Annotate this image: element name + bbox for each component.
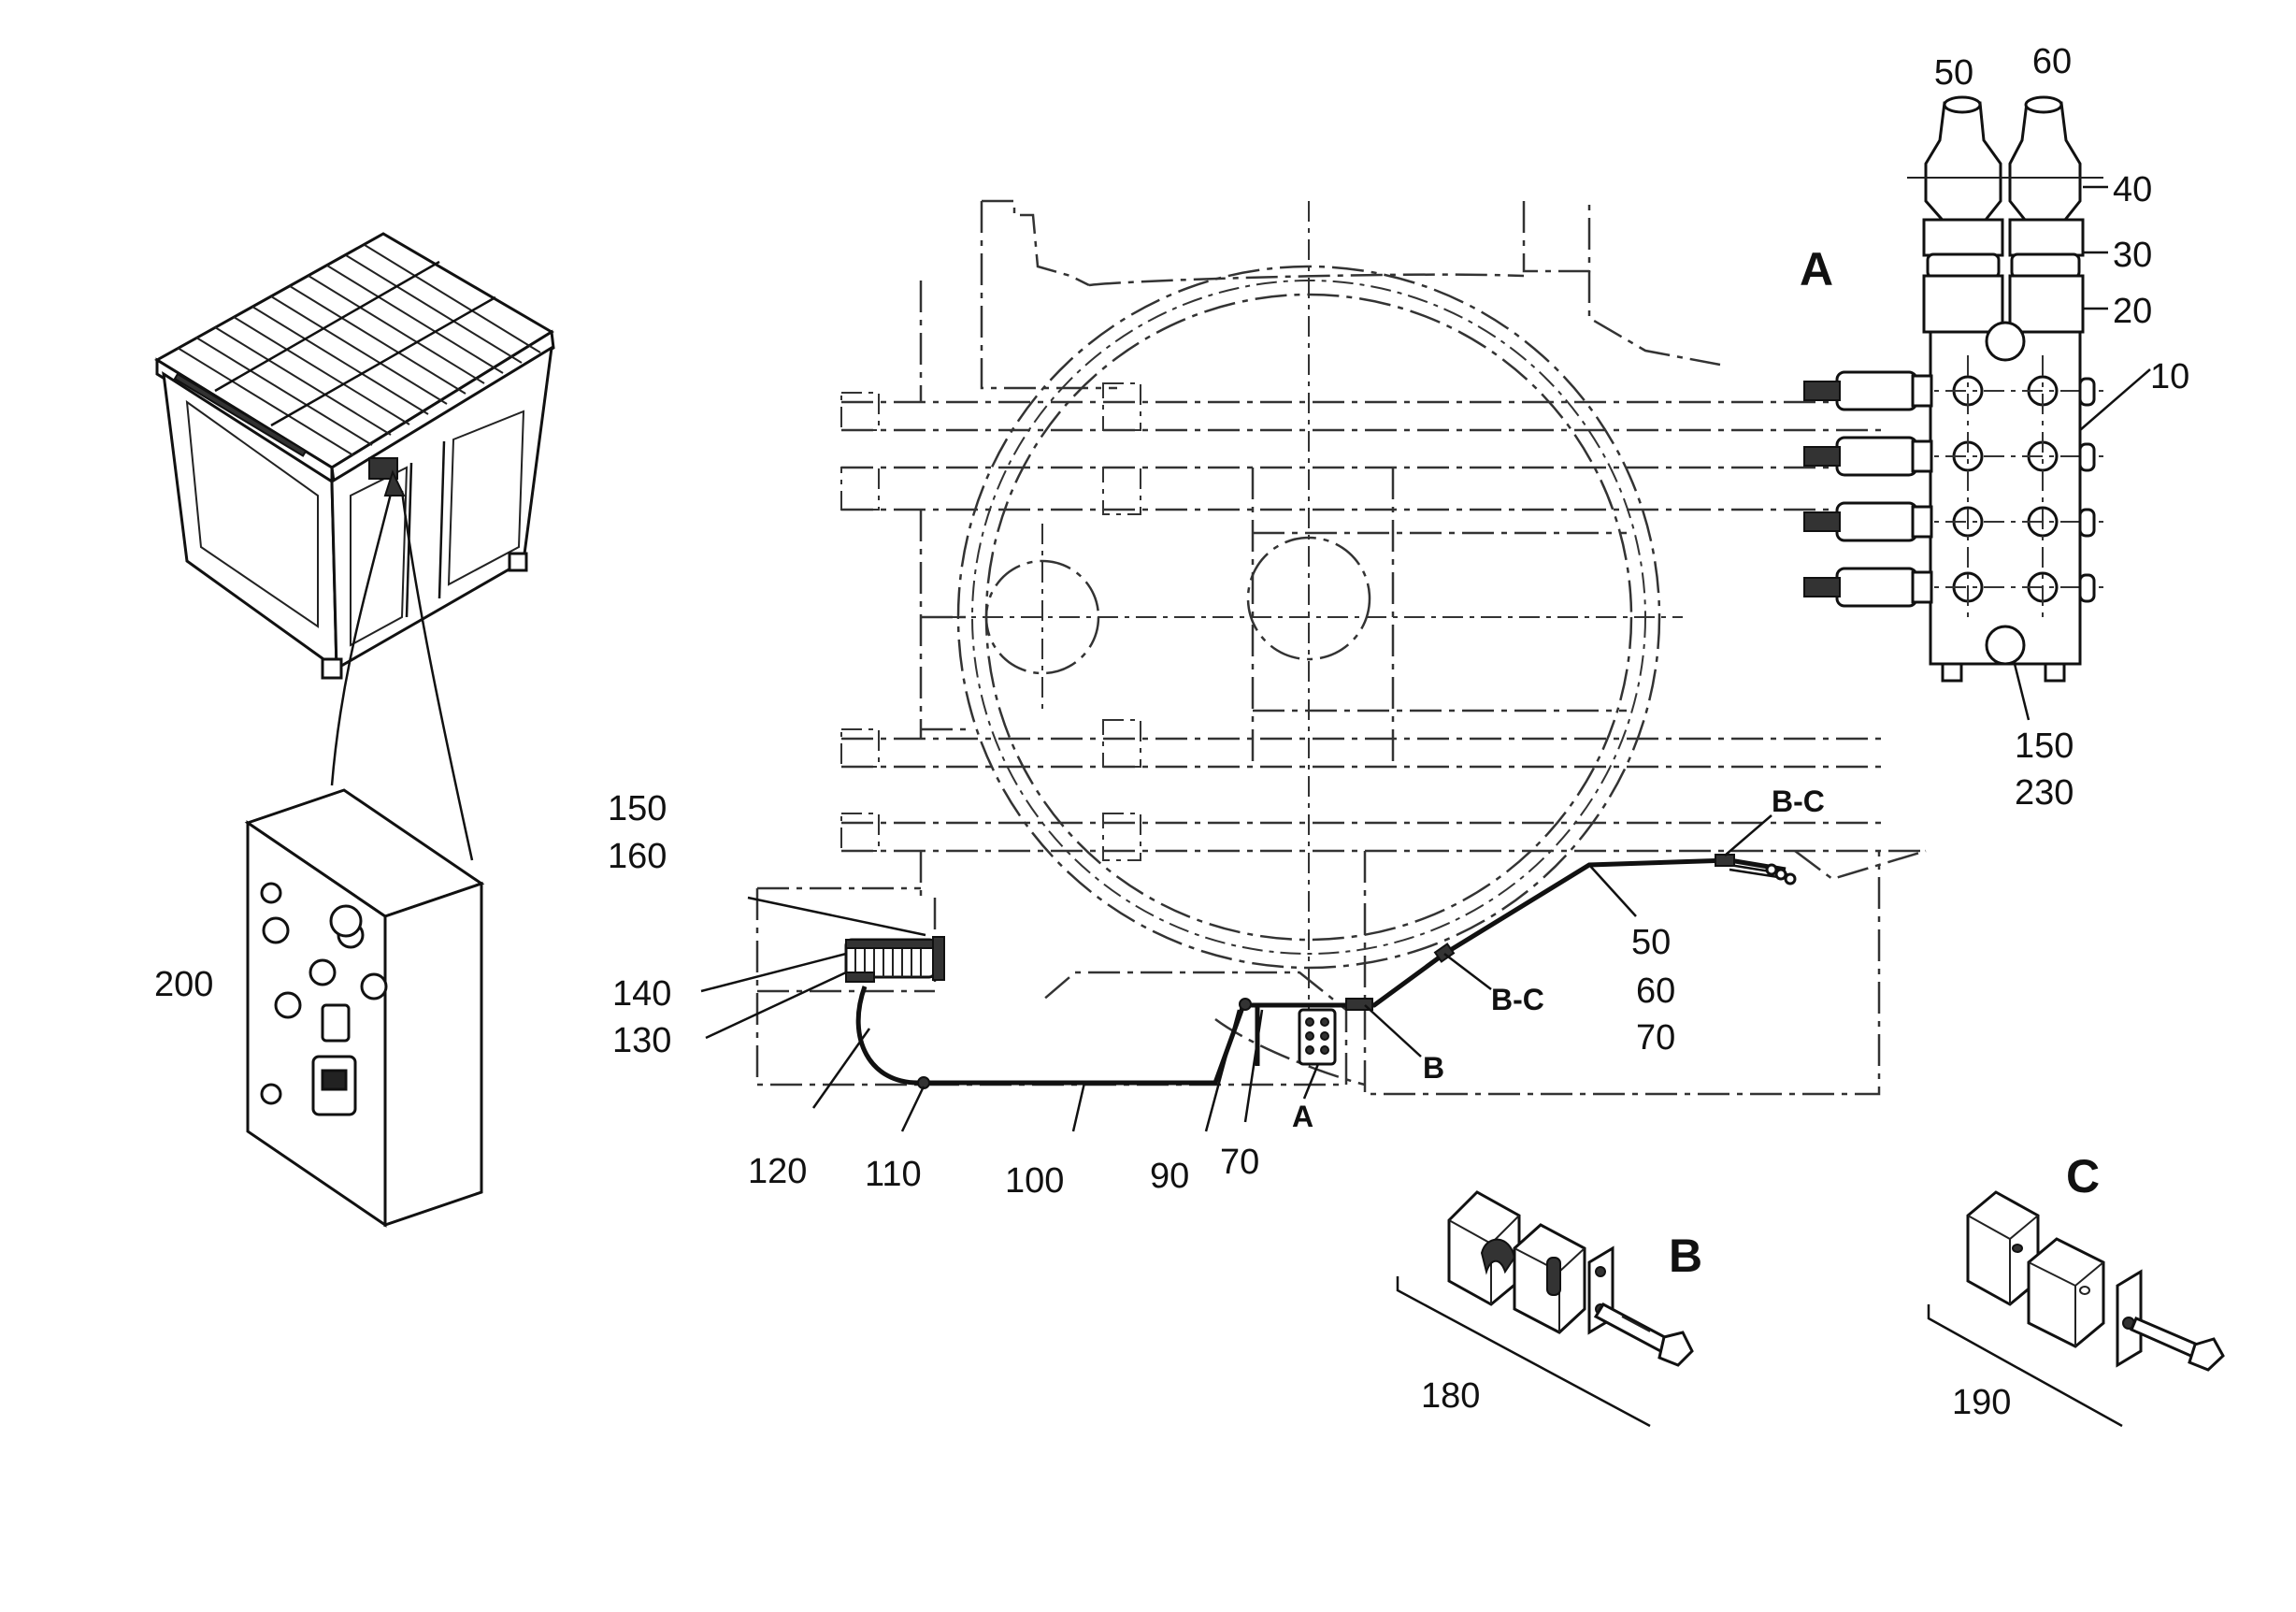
detail-bc-top: B-C — [1772, 784, 1825, 818]
callout-140: 140 — [612, 974, 671, 1014]
callout-150-a: 150 — [2015, 727, 2074, 766]
detail-c-heading: C — [2066, 1150, 2100, 1202]
location-arrow — [330, 469, 474, 861]
leader-lines — [700, 185, 2151, 1132]
hose-routing — [844, 854, 1797, 1089]
callout-230: 230 — [2015, 773, 2074, 813]
callout-150-b: 150 — [608, 789, 667, 828]
detail-b-marker: B — [1423, 1051, 1444, 1085]
operator-cab — [154, 232, 555, 680]
callout-20: 20 — [2113, 292, 2152, 331]
callout-100: 100 — [1005, 1161, 1064, 1201]
detail-a-marker: A — [1292, 1100, 1313, 1133]
callout-70-mid: 70 — [1636, 1018, 1675, 1058]
callout-90: 90 — [1150, 1157, 1189, 1196]
callout-60-mid: 60 — [1636, 972, 1675, 1011]
callout-130: 130 — [612, 1021, 671, 1060]
control-box — [244, 788, 485, 1228]
distributor-detail — [1803, 95, 2103, 683]
callout-50-top: 50 — [1934, 53, 1973, 93]
clamp-c-kit — [1927, 1190, 2225, 1428]
callout-120: 120 — [748, 1152, 807, 1191]
clamp-b-kit — [1396, 1190, 1694, 1428]
detail-bc-mid: B-C — [1491, 983, 1544, 1016]
callout-10: 10 — [2150, 357, 2189, 396]
callout-160: 160 — [608, 837, 667, 876]
chassis-frame — [755, 199, 1927, 1096]
callout-labels: 50 60 40 30 20 10 150 230 150 160 140 13… — [154, 42, 2189, 1422]
callout-70-low: 70 — [1220, 1143, 1259, 1182]
callout-30: 30 — [2113, 236, 2152, 275]
detail-b-heading: B — [1669, 1230, 1702, 1282]
callout-190: 190 — [1952, 1383, 2011, 1422]
detail-a-heading: A — [1800, 243, 1833, 295]
callout-50-mid: 50 — [1631, 923, 1671, 962]
callout-200: 200 — [154, 965, 213, 1004]
callout-60-top: 60 — [2032, 42, 2072, 81]
callout-180: 180 — [1421, 1376, 1480, 1416]
detail-letters: A A B B C B-C B-C — [1292, 243, 2100, 1282]
callout-110: 110 — [865, 1155, 922, 1194]
callout-40: 40 — [2113, 170, 2152, 209]
